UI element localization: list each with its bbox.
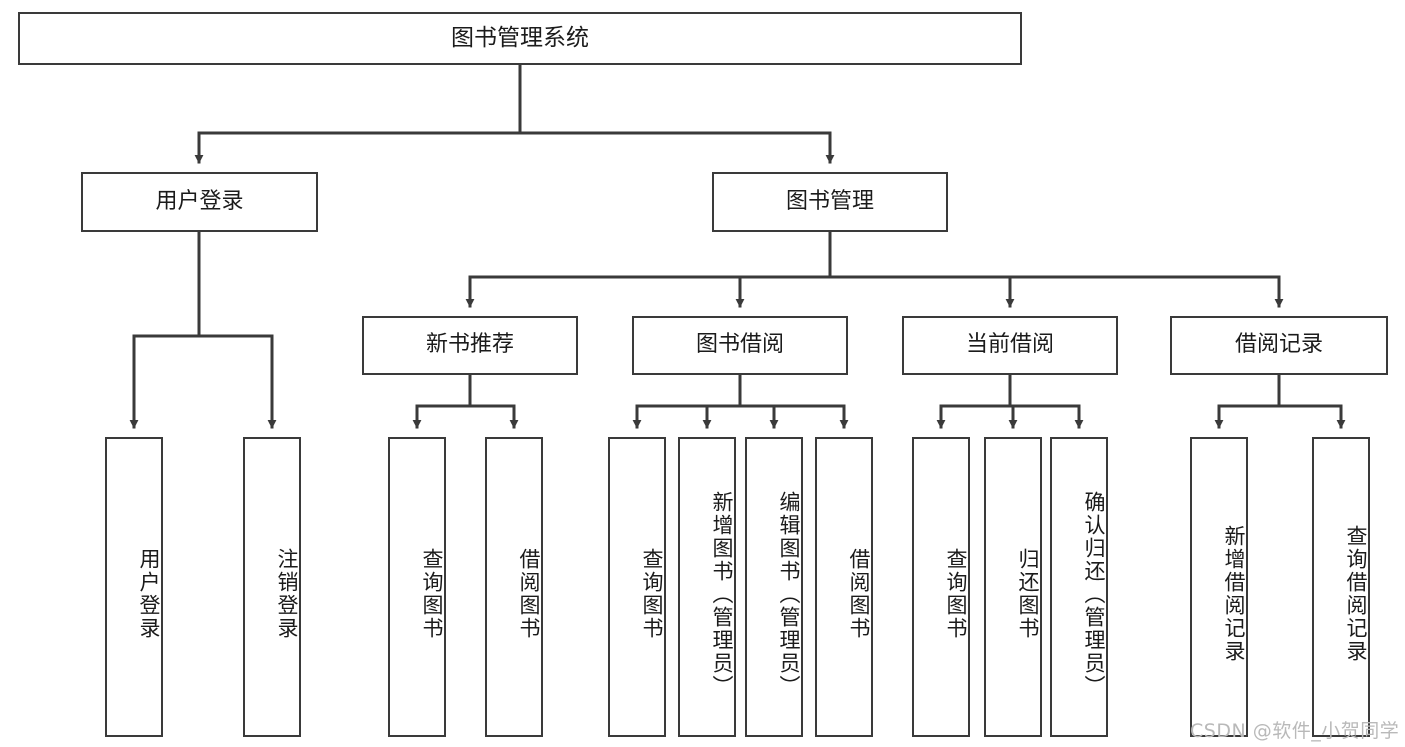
node-leaf-confirm-return[interactable]: 确认归还（管理员） xyxy=(1050,437,1108,737)
node-root-system[interactable]: 图书管理系统 xyxy=(18,12,1022,65)
node-current-borrow[interactable]: 当前借阅 xyxy=(902,316,1118,375)
node-leaf-query-book-2[interactable]: 查询图书 xyxy=(608,437,666,737)
node-new-book-recommend-label: 新书推荐 xyxy=(425,332,514,358)
node-leaf-add-borrow-record[interactable]: 新增借阅记录 xyxy=(1190,437,1248,737)
node-root-label: 图书管理系统 xyxy=(451,25,589,52)
node-new-book-recommend[interactable]: 新书推荐 xyxy=(362,316,578,375)
node-leaf-logout[interactable]: 注销登录 xyxy=(243,437,301,737)
node-leaf-return-book[interactable]: 归还图书 xyxy=(984,437,1042,737)
node-leaf-query-borrow-record-label: 查询借阅记录 xyxy=(1344,525,1368,663)
node-leaf-borrow-book-1[interactable]: 借阅图书 xyxy=(485,437,543,737)
node-leaf-query-book-1[interactable]: 查询图书 xyxy=(388,437,446,737)
node-book-borrow[interactable]: 图书借阅 xyxy=(632,316,848,375)
node-leaf-add-borrow-record-label: 新增借阅记录 xyxy=(1222,525,1246,663)
node-book-borrow-label: 图书借阅 xyxy=(695,332,784,358)
node-leaf-edit-book[interactable]: 编辑图书（管理员） xyxy=(745,437,803,737)
node-leaf-return-book-label: 归还图书 xyxy=(1016,548,1040,640)
node-leaf-borrow-book-1-label: 借阅图书 xyxy=(517,548,541,640)
node-leaf-query-book-3-label: 查询图书 xyxy=(944,548,968,640)
node-leaf-user-login-label: 用户登录 xyxy=(137,548,161,640)
node-leaf-add-book-label: 新增图书（管理员） xyxy=(710,490,734,698)
node-leaf-user-login[interactable]: 用户登录 xyxy=(105,437,163,737)
node-leaf-borrow-book-2[interactable]: 借阅图书 xyxy=(815,437,873,737)
node-leaf-query-book-1-label: 查询图书 xyxy=(420,548,444,640)
node-leaf-edit-book-label: 编辑图书（管理员） xyxy=(777,490,801,698)
node-leaf-borrow-book-2-label: 借阅图书 xyxy=(847,548,871,640)
csdn-watermark: CSDN @软件_小贺同学 xyxy=(1190,720,1400,742)
node-borrow-record-label: 借阅记录 xyxy=(1234,332,1323,358)
node-user-login-label: 用户登录 xyxy=(155,188,244,214)
node-leaf-query-book-3[interactable]: 查询图书 xyxy=(912,437,970,737)
node-leaf-query-book-2-label: 查询图书 xyxy=(640,548,664,640)
node-borrow-record[interactable]: 借阅记录 xyxy=(1170,316,1388,375)
node-leaf-confirm-return-label: 确认归还（管理员） xyxy=(1082,490,1106,698)
node-leaf-add-book[interactable]: 新增图书（管理员） xyxy=(678,437,736,737)
node-current-borrow-label: 当前借阅 xyxy=(965,332,1054,358)
node-leaf-logout-label: 注销登录 xyxy=(275,548,299,640)
node-book-management-label: 图书管理 xyxy=(785,188,874,214)
node-book-management[interactable]: 图书管理 xyxy=(712,172,948,232)
node-leaf-query-borrow-record[interactable]: 查询借阅记录 xyxy=(1312,437,1370,737)
node-user-login[interactable]: 用户登录 xyxy=(81,172,318,232)
